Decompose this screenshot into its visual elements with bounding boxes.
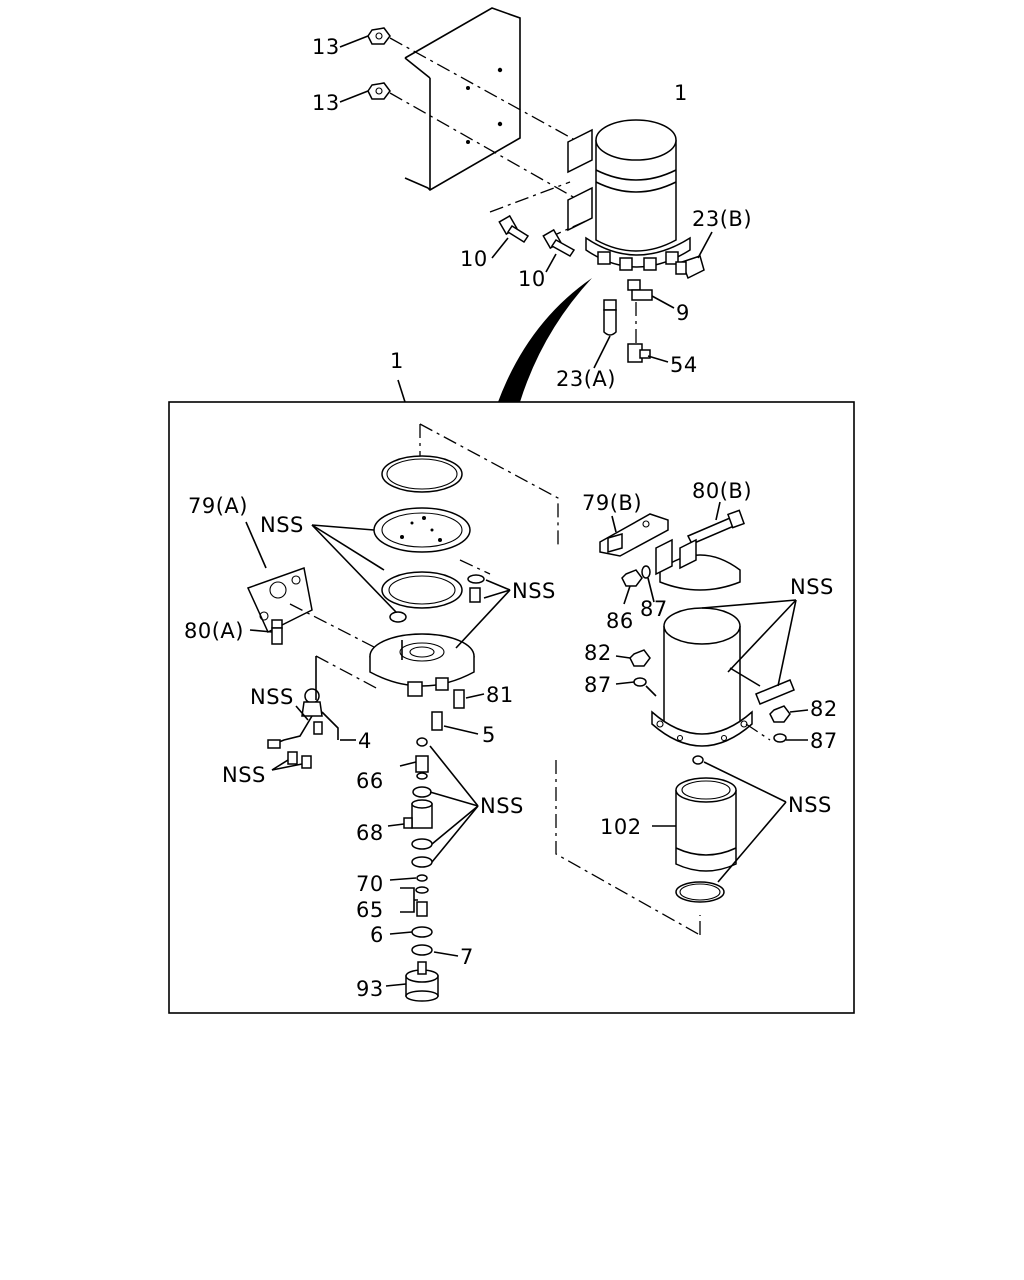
screws-nss-sensor bbox=[287, 751, 312, 769]
label-nss-2: NSS bbox=[512, 579, 556, 603]
label-87-left: 87 bbox=[584, 673, 612, 697]
label-82-right: 82 bbox=[810, 697, 838, 721]
label-87-right: 87 bbox=[810, 729, 838, 753]
label-10-right: 10 bbox=[518, 267, 546, 291]
label-nss-7: NSS bbox=[788, 793, 832, 817]
label-66: 66 bbox=[356, 769, 384, 793]
label-7: 7 bbox=[460, 945, 474, 969]
fitting-5 bbox=[431, 711, 443, 731]
bolt-10-right bbox=[542, 228, 576, 257]
washer-87-left bbox=[633, 677, 647, 687]
frame-bracket-panel bbox=[404, 7, 521, 191]
bolt-80b bbox=[686, 509, 745, 545]
nut-13-upper bbox=[367, 27, 391, 45]
label-102: 102 bbox=[600, 815, 642, 839]
label-nss-6: NSS bbox=[790, 575, 834, 599]
nut-86 bbox=[621, 569, 643, 587]
valve-stack bbox=[403, 737, 433, 956]
cartridge-102 bbox=[675, 755, 737, 872]
label-86: 86 bbox=[606, 609, 634, 633]
o-ring-bottom bbox=[675, 881, 725, 903]
label-13-upper: 13 bbox=[312, 35, 340, 59]
washer-87-right bbox=[773, 733, 787, 743]
label-82-left: 82 bbox=[584, 641, 612, 665]
label-80a: 80(A) bbox=[184, 619, 244, 643]
label-4: 4 bbox=[358, 729, 372, 753]
part-labels: 13 13 1 23(B) 10 10 9 23(A) 54 1 79(A) N… bbox=[184, 35, 838, 1001]
label-68: 68 bbox=[356, 821, 384, 845]
label-nss-5: NSS bbox=[480, 794, 524, 818]
label-87-upper: 87 bbox=[640, 597, 668, 621]
elbow-fitting-23b bbox=[675, 255, 705, 280]
label-13-lower: 13 bbox=[312, 91, 340, 115]
clamp-bracket-79b bbox=[599, 513, 669, 557]
fitting-54 bbox=[627, 343, 651, 363]
bolt-80a bbox=[271, 619, 283, 645]
label-93: 93 bbox=[356, 977, 384, 1001]
air-dryer-assembly-top bbox=[567, 119, 691, 271]
fitting-23a bbox=[603, 299, 617, 336]
label-23a: 23(A) bbox=[556, 367, 616, 391]
washer-87-upper bbox=[641, 565, 651, 579]
screw-pair-nss-right bbox=[467, 574, 485, 603]
label-81: 81 bbox=[486, 683, 514, 707]
label-54: 54 bbox=[670, 353, 698, 377]
desiccant-cartridge-cover bbox=[651, 607, 795, 747]
strap-band bbox=[655, 538, 741, 591]
label-70: 70 bbox=[356, 872, 384, 896]
label-nss-4: NSS bbox=[222, 763, 266, 787]
nut-82-left bbox=[629, 649, 651, 667]
label-23b: 23(B) bbox=[692, 207, 752, 231]
label-1-detail: 1 bbox=[390, 349, 404, 373]
gasket-ring bbox=[381, 571, 463, 609]
label-5: 5 bbox=[482, 723, 496, 747]
o-ring-seal-top bbox=[381, 455, 463, 493]
sensor-switch-4 bbox=[267, 688, 339, 749]
label-79b: 79(B) bbox=[582, 491, 642, 515]
elbow-fitting-9 bbox=[627, 279, 653, 301]
detail-box bbox=[168, 401, 855, 1014]
label-10-left: 10 bbox=[460, 247, 488, 271]
label-9: 9 bbox=[676, 301, 690, 325]
detail-pointer-arrow bbox=[498, 278, 592, 402]
label-80b: 80(B) bbox=[692, 479, 752, 503]
small-o-ring bbox=[389, 611, 407, 623]
nut-13-lower bbox=[367, 82, 391, 100]
bolt-10-left bbox=[498, 214, 530, 244]
label-nss-3: NSS bbox=[250, 685, 294, 709]
valve-plate bbox=[373, 507, 471, 553]
muffler-93 bbox=[405, 961, 439, 1002]
label-65: 65 bbox=[356, 898, 384, 922]
nut-82-right bbox=[769, 705, 791, 723]
dryer-housing-base bbox=[369, 633, 475, 697]
mounting-bracket-79a bbox=[246, 566, 313, 634]
label-79a: 79(A) bbox=[188, 494, 248, 518]
label-6: 6 bbox=[370, 923, 384, 947]
label-nss-1: NSS bbox=[260, 513, 304, 537]
label-1-top: 1 bbox=[674, 81, 688, 105]
bolt-81 bbox=[453, 689, 465, 709]
